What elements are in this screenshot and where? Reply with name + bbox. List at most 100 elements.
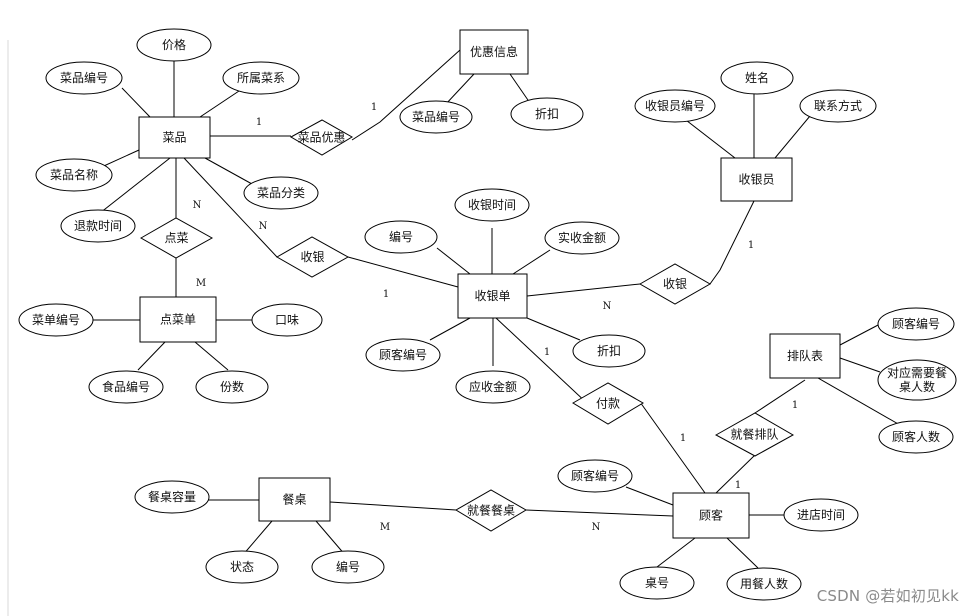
connector: [512, 249, 551, 275]
relationship-dine-table-label: 就餐餐桌: [467, 503, 515, 518]
attribute-dish-cuisine: 所属菜系: [222, 61, 300, 95]
attribute-order-food-id: 食品编号: [88, 370, 164, 404]
connector: [194, 341, 229, 371]
connector: [839, 323, 881, 346]
connector: [199, 88, 243, 118]
attribute-label: 用餐人数: [740, 576, 788, 591]
attribute-bill-due: 应收金额: [455, 370, 531, 404]
connector: [183, 157, 278, 258]
attribute-label: 份数: [220, 379, 244, 394]
attribute-dish-category: 菜品分类: [243, 176, 319, 210]
connector: [347, 256, 459, 288]
cardinality-label: 1: [735, 480, 741, 491]
connector: [436, 247, 471, 275]
attribute-bill-discount: 折扣: [572, 334, 646, 368]
attribute-label: 进店时间: [797, 508, 845, 522]
connector: [656, 537, 696, 568]
attribute-customer-id: 顾客编号: [557, 459, 633, 493]
attribute-bill-time: 收银时间: [454, 188, 530, 222]
relationship-queue: 就餐排队: [714, 412, 795, 457]
attribute-label: 菜单编号: [32, 312, 80, 327]
attribute-customer-table-no: 桌号: [619, 566, 695, 600]
cardinality-label: 1: [680, 433, 686, 444]
cardinality-label: 1: [383, 289, 389, 300]
attribute-label: 菜品分类: [257, 186, 305, 200]
connector: [625, 486, 674, 506]
entity-queue-table: 排队表: [769, 333, 841, 379]
relationship-dine-table: 就餐餐桌: [455, 489, 527, 532]
attribute-label: 菜品编号: [60, 70, 108, 85]
attribute-dish-id: 菜品编号: [45, 61, 123, 95]
entity-bill: 收银单: [457, 273, 528, 319]
relationship-checkout-left: 收银: [275, 236, 350, 278]
watermark: CSDN @若如初见kk: [816, 587, 959, 605]
relationship-order: 点菜: [139, 217, 214, 259]
entity-cashier: 收银员: [720, 157, 793, 202]
cardinality-labels: 1 1 N M N 1 1 N 1 1 1 1 M N: [193, 102, 799, 533]
attribute-label: 菜品编号: [412, 109, 460, 124]
attribute-label: 联系方式: [814, 98, 862, 113]
connector: [509, 73, 531, 104]
attribute-promo-dish-id: 菜品编号: [399, 100, 473, 134]
connector: [444, 73, 475, 106]
connector: [99, 157, 171, 214]
attribute-order-portion: 份数: [195, 370, 269, 404]
attribute-label: 顾客编号: [379, 347, 427, 362]
connector: [715, 454, 756, 494]
attribute-label: 折扣: [597, 343, 621, 358]
connector: [525, 509, 674, 517]
entity-dish-label: 菜品: [162, 131, 186, 145]
attribute-label: 收银员编号: [645, 98, 705, 113]
relationship-checkout-right: 收银: [638, 263, 712, 305]
entity-customer: 顾客: [672, 492, 750, 539]
attribute-label: 应收金额: [469, 379, 517, 394]
attribute-cashier-id: 收银员编号: [634, 89, 716, 123]
connector: [839, 357, 881, 373]
connector: [681, 116, 736, 159]
entity-queue-table-label: 排队表: [787, 348, 823, 363]
relationship-dish-promo-label: 菜品优惠: [297, 131, 345, 145]
attribute-label: 餐桌容量: [148, 489, 196, 504]
attribute-bill-paid: 实收金额: [544, 221, 620, 255]
attribute-promo-discount: 折扣: [510, 97, 584, 131]
attribute-label: 所属菜系: [237, 71, 285, 85]
connector: [774, 115, 811, 159]
attribute-label: 桌号: [645, 576, 669, 590]
attribute-label: 顾客编号: [571, 468, 619, 483]
connector: [315, 520, 347, 557]
cardinality-label: 1: [748, 240, 754, 251]
entity-dining-table: 餐桌: [258, 477, 331, 522]
connector: [137, 341, 166, 371]
entity-dish: 菜品: [138, 116, 211, 159]
attribute-label: 状态: [230, 560, 254, 574]
attribute-label: 退款时间: [74, 219, 122, 233]
connector: [526, 283, 641, 297]
entity-order-dish: 点菜单: [139, 296, 217, 343]
entity-promo-info: 优惠信息: [459, 29, 529, 75]
attribute-label: 编号: [336, 559, 360, 574]
connector: [204, 157, 253, 185]
attribute-cashier-name: 姓名: [720, 61, 794, 95]
cardinality-label: 1: [544, 347, 550, 358]
connector: [241, 520, 273, 557]
cardinality-label: M: [380, 522, 390, 533]
relationship-order-label: 点菜: [164, 231, 188, 245]
cardinality-label: N: [193, 200, 202, 211]
cardinality-label: M: [196, 278, 206, 289]
attributes: 价格 菜品编号 所属菜系 菜品名称 菜品分类 退款时间 菜品编号 折扣: [18, 28, 957, 601]
attribute-label: 实收金额: [558, 230, 606, 245]
connector: [329, 501, 457, 511]
entity-promo-info-label: 优惠信息: [470, 44, 518, 59]
attribute-dish-name: 菜品名称: [35, 158, 113, 192]
connector: [726, 537, 759, 569]
entity-bill-label: 收银单: [474, 289, 510, 303]
attribute-label: 菜品名称: [50, 167, 98, 182]
entity-dining-table-label: 餐桌: [282, 492, 306, 507]
cardinality-label: N: [603, 301, 612, 312]
relationship-dish-promo: 菜品优惠: [289, 119, 353, 156]
connector: [429, 317, 471, 341]
attribute-queue-table-size: 对应需要餐桌人数: [877, 359, 957, 401]
attribute-label: 对应需要餐桌人数: [887, 365, 947, 394]
attribute-customer-arrival: 进店时间: [783, 498, 859, 532]
